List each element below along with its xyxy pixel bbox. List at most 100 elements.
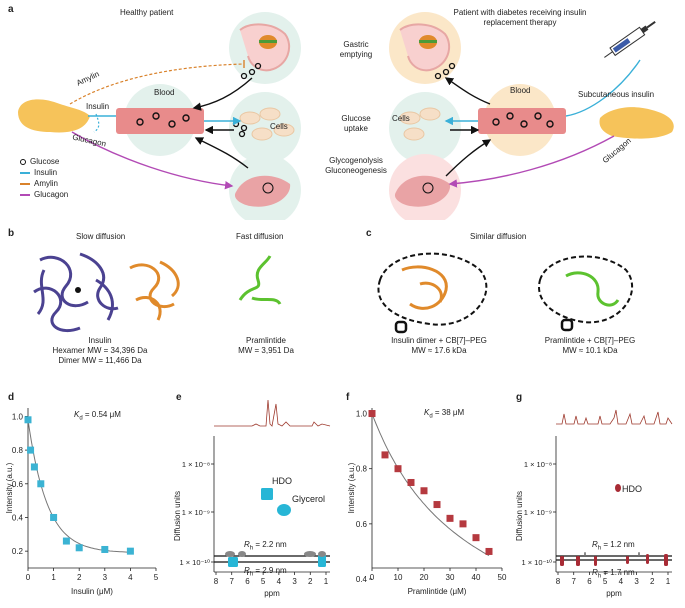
panel-a-left-title: Healthy patient [120, 8, 174, 17]
rh-g-1-val: = 1.2 nm [601, 540, 635, 549]
dosy-spot [646, 554, 649, 564]
glycogenolysis-label: Glycogenolysis Gluconeogenesis [306, 156, 406, 176]
amylin-line [69, 63, 245, 105]
kd-f-sub: d [429, 413, 433, 420]
protein-structures [33, 252, 633, 334]
gastric-emptying-label: Gastric emptying [316, 40, 396, 60]
panel-a-letter: a [8, 4, 14, 15]
data-point [62, 537, 70, 545]
legend-amylin-label: Amylin [34, 179, 59, 188]
x-tick-label: 7 [229, 577, 234, 586]
rh-g-1: Rh = 1.2 nm [592, 540, 635, 554]
dosy-spot [560, 556, 564, 566]
kd-d-label: Kd = 0.54 μM [74, 410, 121, 424]
rh-g-2-sub: h [597, 573, 602, 580]
kd-f-value: = 38 μM [432, 408, 465, 417]
data-point [30, 463, 38, 471]
insulin-hexamer-structure [33, 252, 119, 333]
right-title-line2: replacement therapy [483, 18, 557, 27]
gastric-text: Gastric [343, 40, 369, 49]
dosy-spot [576, 556, 580, 566]
kd-d-value: = 0.54 μM [82, 410, 121, 419]
y-tick-label: 0.2 [12, 547, 24, 556]
x-tick-label: 3 [103, 573, 108, 582]
slow-diffusion-label: Slow diffusion [76, 232, 126, 241]
glucose-text: Glucose [341, 114, 371, 123]
glucose-ring-icon [20, 158, 26, 165]
uptake-text: uptake [343, 124, 369, 133]
legend-glucose-label: Glucose [30, 157, 60, 166]
rh-e-1-val: = 2.2 nm [253, 540, 287, 549]
fit-curve [27, 419, 131, 553]
y-tick-label: 1.0 [356, 410, 368, 419]
dosy-spot [277, 504, 291, 516]
subq-insulin-label: Subcutaneous insulin [578, 90, 655, 99]
rh-e-2: Rh = 2.9 nm [244, 566, 287, 580]
x-axis-label: ppm [264, 589, 280, 598]
insulin-complex-line1: Insulin dimer + CB[7]–PEG [391, 336, 487, 345]
data-point [37, 480, 45, 488]
dosy-spot [225, 551, 235, 557]
x-tick-label: 5 [154, 573, 159, 582]
insulin-swatch [20, 171, 30, 174]
dosy-spot [594, 556, 597, 566]
panel-a-diagram [18, 12, 674, 220]
x-tick-label: 0 [26, 573, 31, 582]
dosy-spot [304, 551, 316, 557]
data-point [459, 520, 467, 528]
left-blood-glucose [136, 112, 190, 128]
panel-g-letter: g [516, 392, 523, 403]
pramlintide-complex-line1: Pramlintide + CB[7]–PEG [544, 336, 636, 345]
insulin-name: Insulin [88, 336, 112, 345]
left-blood-label: Blood [154, 88, 175, 97]
rh-e-2-val: = 2.9 nm [253, 566, 287, 575]
data-point [368, 410, 376, 418]
insulin-dimer-structure [129, 260, 180, 321]
insulin-label: Insulin [86, 102, 110, 111]
kd-f-label: Kd = 38 μM [424, 408, 464, 422]
spectrum-trace [556, 409, 673, 425]
data-point [485, 547, 493, 555]
left-liver [234, 175, 291, 207]
emptying-text: emptying [339, 50, 373, 59]
x-tick-label: 7 [571, 577, 576, 586]
rh-e-2-sub: h [249, 571, 254, 578]
amylin-swatch [20, 182, 30, 185]
x-tick-label: 3 [292, 577, 297, 586]
pramlintide-complex-caption: Pramlintide + CB[7]–PEG MW ≈ 10.1 kDa [530, 336, 650, 356]
data-point [50, 513, 58, 521]
right-arrow-liver [445, 139, 492, 177]
panel-f-letter: f [346, 392, 350, 403]
kd-d-sub: d [79, 415, 83, 422]
pramlintide-cb7-complex [538, 255, 633, 332]
x-tick-label: 6 [245, 577, 250, 586]
rh-e-1-sub: h [249, 545, 254, 552]
dosy-spot [584, 552, 586, 556]
x-tick-label: 0 [370, 573, 375, 582]
x-tick-label: 10 [394, 573, 403, 582]
data-point [446, 514, 454, 522]
y-tick-label: 1.0 [12, 412, 24, 421]
dosy-spot [228, 557, 238, 567]
kd-f-k: K [424, 408, 430, 417]
pramlintide-mw: MW = 3,951 Da [238, 346, 294, 355]
rh-e-2-r: R [244, 566, 250, 575]
data-point [101, 545, 109, 553]
y-axis-label: Intensity (a.u.) [347, 462, 356, 513]
hdo-g-label: HDO [622, 484, 642, 494]
data-point [407, 478, 415, 486]
fast-diffusion-label: Fast diffusion [236, 232, 284, 241]
y-tick-label: 1 × 10⁻⁸ [182, 460, 210, 469]
gluconeogenesis-text: Gluconeogenesis [325, 166, 387, 175]
panel-d-letter: d [8, 392, 15, 403]
dosy-spot [615, 484, 621, 492]
rh-g-2-val: = 1.7 nm [601, 568, 635, 577]
y-tick-label: 1 × 10⁻¹⁰ [179, 558, 210, 567]
x-tick-label: 2 [650, 577, 655, 586]
panel-a-legend: Glucose Insulin Amylin Glucagon [20, 156, 68, 200]
x-axis-label: ppm [606, 589, 622, 598]
dosy-spot [318, 555, 326, 567]
legend-glucose: Glucose [20, 156, 68, 167]
